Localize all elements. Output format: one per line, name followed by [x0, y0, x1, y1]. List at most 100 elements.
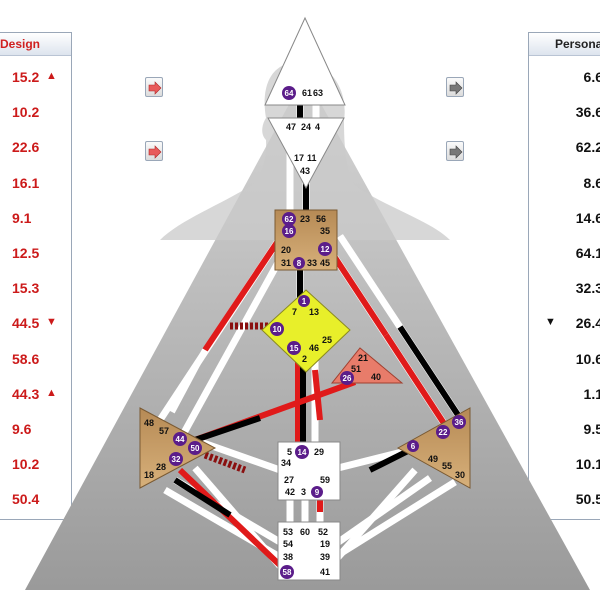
gate-9: 9: [315, 488, 320, 497]
g-center: [261, 289, 351, 373]
personality-value: 10.1: [575, 456, 600, 473]
gate-21: 21: [358, 353, 368, 363]
personality-value: 64.1: [575, 245, 600, 261]
gate-23: 23: [300, 214, 310, 224]
design-value: 22.6: [12, 139, 40, 156]
gate-10: 10: [273, 325, 282, 334]
design-arrow-button-2[interactable]: [145, 141, 163, 161]
gate-64: 64: [285, 89, 294, 98]
gate-36: 36: [455, 418, 464, 427]
active-channels: [169, 98, 463, 573]
gate-6: 6: [411, 442, 416, 451]
gate-51: 51: [351, 364, 361, 374]
gate-22: 22: [439, 428, 448, 437]
personality-value: 50.5: [575, 491, 600, 508]
gate-labels: 64 61 63 47 24 4 17 11 43 62 23 56 16 35…: [144, 86, 466, 579]
gate-40: 40: [371, 372, 381, 382]
gate-2: 2: [302, 354, 307, 364]
design-value: 15.3: [12, 280, 40, 297]
gate-14: 14: [298, 448, 307, 457]
gate-5: 5: [287, 447, 292, 457]
design-value: 16.1: [12, 174, 40, 191]
gate-38: 38: [283, 552, 293, 562]
design-value: 10.2: [12, 456, 40, 473]
personality-value: 26.4: [575, 315, 600, 332]
gate-48: 48: [144, 418, 154, 428]
gate-34: 34: [281, 458, 291, 468]
gate-35: 35: [320, 226, 330, 236]
design-value: 50.4: [12, 491, 40, 508]
gate-56: 56: [316, 214, 326, 224]
detriment-arrow-icon: ▼: [46, 316, 57, 329]
spleen-center: [139, 407, 217, 489]
gate-27: 27: [284, 475, 294, 485]
gate-47: 47: [286, 122, 296, 132]
gate-8: 8: [297, 259, 302, 268]
personality-value: 9.5: [583, 421, 600, 437]
gate-17: 17: [294, 153, 304, 163]
personality-value: 62.2: [575, 139, 600, 156]
gate-59: 59: [320, 475, 330, 485]
personality-panel-title: Persona: [529, 33, 600, 56]
gate-18: 18: [144, 470, 154, 480]
gate-60: 60: [300, 527, 310, 537]
design-value: 12.5: [12, 245, 40, 261]
gate-63: 63: [313, 88, 323, 98]
gate-12: 12: [321, 245, 330, 254]
design-value: 44.5: [12, 315, 40, 332]
gate-20: 20: [281, 245, 291, 255]
gate-42: 42: [285, 487, 295, 497]
arrow-right-icon: [449, 145, 463, 159]
design-value: 10.2: [12, 104, 40, 121]
design-arrow-button-1[interactable]: [145, 77, 163, 97]
gate-44: 44: [176, 435, 185, 444]
gate-16: 16: [285, 227, 294, 236]
gate-43: 43: [300, 166, 310, 176]
gate-61: 61: [302, 88, 312, 98]
gate-49: 49: [428, 454, 438, 464]
gate-26: 26: [343, 374, 352, 383]
gate-57: 57: [159, 426, 169, 436]
gate-32: 32: [172, 455, 181, 464]
design-value: 9.6: [12, 421, 32, 437]
design-value: 44.3: [12, 385, 40, 402]
personality-value: 6.6: [583, 69, 600, 85]
personality-value: 14.6: [575, 209, 600, 226]
exalted-arrow-icon: ▲: [46, 386, 57, 399]
personality-arrow-button-2[interactable]: [446, 141, 464, 161]
exalted-arrow-icon: ▲: [46, 70, 57, 82]
personality-value: 36.6: [575, 104, 600, 121]
design-panel: Design (15.2▲(10.222.6(16.19.112.515.344…: [0, 32, 72, 520]
gate-28: 28: [156, 462, 166, 472]
gate-30: 30: [455, 470, 465, 480]
personality-arrow-button-1[interactable]: [446, 77, 464, 97]
design-value: 58.6: [12, 350, 40, 367]
gate-53: 53: [283, 527, 293, 537]
gate-24: 24: [301, 122, 311, 132]
gate-19: 19: [320, 539, 330, 549]
gate-15: 15: [290, 344, 299, 353]
ajna-center: [267, 117, 345, 190]
gate-39: 39: [320, 552, 330, 562]
gate-31: 31: [281, 258, 291, 268]
sacral-center: [277, 441, 341, 501]
gate-62: 62: [285, 215, 294, 224]
detriment-arrow-icon: ▼: [545, 316, 556, 329]
arrow-right-icon: [449, 81, 463, 95]
gate-50: 50: [191, 444, 200, 453]
personality-value: 32.3: [575, 280, 600, 297]
gate-46: 46: [309, 343, 319, 353]
personality-value: 1.1: [583, 385, 600, 402]
gate-33: 33: [307, 258, 317, 268]
design-panel-title: Design: [0, 33, 71, 56]
gate-54: 54: [283, 539, 293, 549]
gate-52: 52: [318, 527, 328, 537]
gate-58: 58: [283, 568, 292, 577]
gate-1: 1: [302, 297, 307, 306]
gate-7: 7: [292, 307, 297, 317]
gate-4: 4: [315, 122, 320, 132]
gate-3: 3: [301, 487, 306, 497]
design-value: 9.1: [12, 209, 32, 226]
